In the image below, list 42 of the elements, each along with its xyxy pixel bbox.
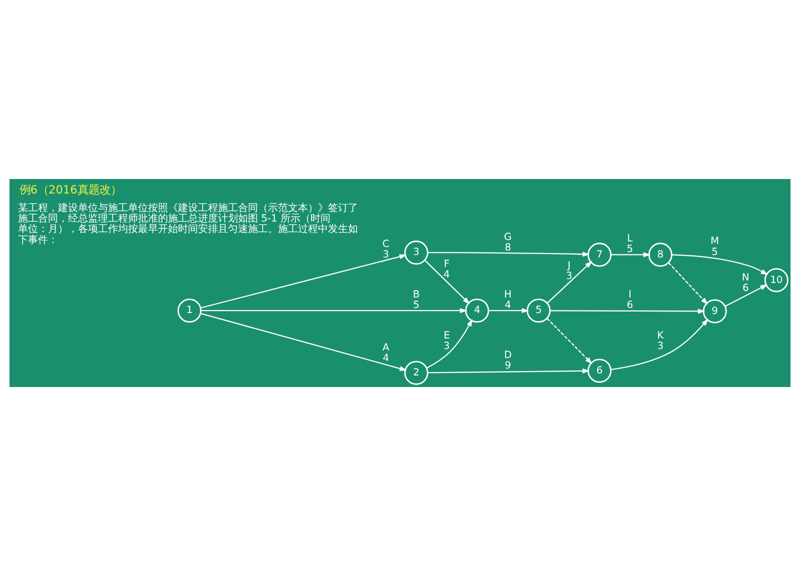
node-circle: 3 [404, 240, 428, 265]
node-circle: 5 [526, 298, 551, 323]
arrow [428, 252, 590, 257]
arrow [724, 284, 768, 307]
edge-label: H 4 [504, 289, 512, 311]
arrow [426, 319, 472, 369]
node-circle: 8 [648, 242, 672, 267]
label: 某工程，建设单位与施工单位按照《建设工程施工合同（示范文本）》签订了施工合同，经总监理工程师批准的施工总进度计划如图 5-1 所示（时间单位：月），各项工作均按最早开始时间安排且匀速施工。施工过程中发生如下事件： [18, 202, 358, 246]
arrow [201, 308, 468, 314]
arrow [488, 308, 530, 314]
arrow [547, 260, 592, 304]
diagram-title: 例6（2016真题改） [19, 184, 122, 197]
node-circle: 7 [587, 242, 612, 267]
arrow [550, 308, 706, 314]
arrow [610, 318, 708, 370]
edge-label: E 3 [444, 330, 450, 352]
arrow [424, 260, 470, 304]
node-circle: 6 [587, 358, 612, 383]
edge-label: K 3 [657, 330, 664, 352]
arrow [200, 254, 407, 308]
arrow [428, 368, 590, 374]
node-circle: 1 [178, 298, 202, 323]
node-circle: 9 [702, 299, 727, 324]
edge-label: L 5 [626, 233, 634, 256]
edge-label: M 5 [710, 236, 720, 258]
edge-label: A 4 [382, 342, 390, 364]
edge-label: C 3 [382, 239, 390, 261]
edge-label: B 5 [412, 289, 420, 311]
node-circle: 4 [465, 298, 490, 323]
arrow [668, 262, 708, 305]
node-circle: 2 [404, 360, 428, 385]
arrow [672, 254, 768, 276]
arrow [200, 312, 407, 371]
edge-label: J 3 [566, 260, 572, 282]
edge-label: F 4 [444, 258, 450, 280]
arrow [546, 318, 592, 364]
edge-label: N 6 [742, 272, 750, 294]
arrow [610, 252, 651, 258]
edge-label: D 9 [504, 350, 512, 372]
node-circle: 10 [764, 268, 788, 292]
edge-label: I 6 [626, 289, 634, 311]
edge-label: G 8 [504, 232, 512, 254]
